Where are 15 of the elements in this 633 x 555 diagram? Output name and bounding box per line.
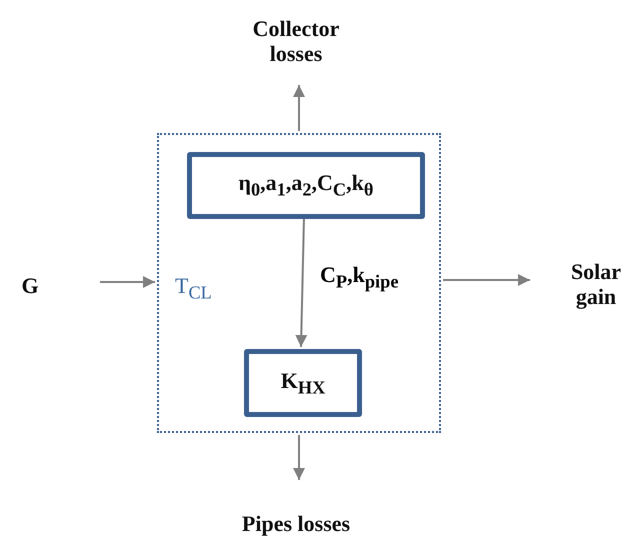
- arrow: [100, 276, 155, 288]
- flow-label: G: [21, 273, 39, 299]
- flow-label: Pipes losses: [242, 511, 350, 537]
- arrow: [293, 85, 305, 131]
- arrow: [295, 216, 308, 348]
- parameter-box: [187, 152, 425, 219]
- parameter-text: η$_{0}$,a$_{1}$,a$_{2}$,C$_{C}$,k$_{θ}$: [238, 170, 374, 201]
- flow-label: Solar gain: [570, 258, 622, 310]
- parameter-box: [244, 349, 362, 417]
- temperature-label: T$_{CL}$: [175, 273, 212, 304]
- parameter-text: K$_{HX}$: [280, 368, 326, 398]
- flow-label: Collector losses: [252, 16, 340, 66]
- arrow: [293, 435, 305, 480]
- system-boundary: [157, 133, 441, 433]
- arrow: [443, 274, 530, 286]
